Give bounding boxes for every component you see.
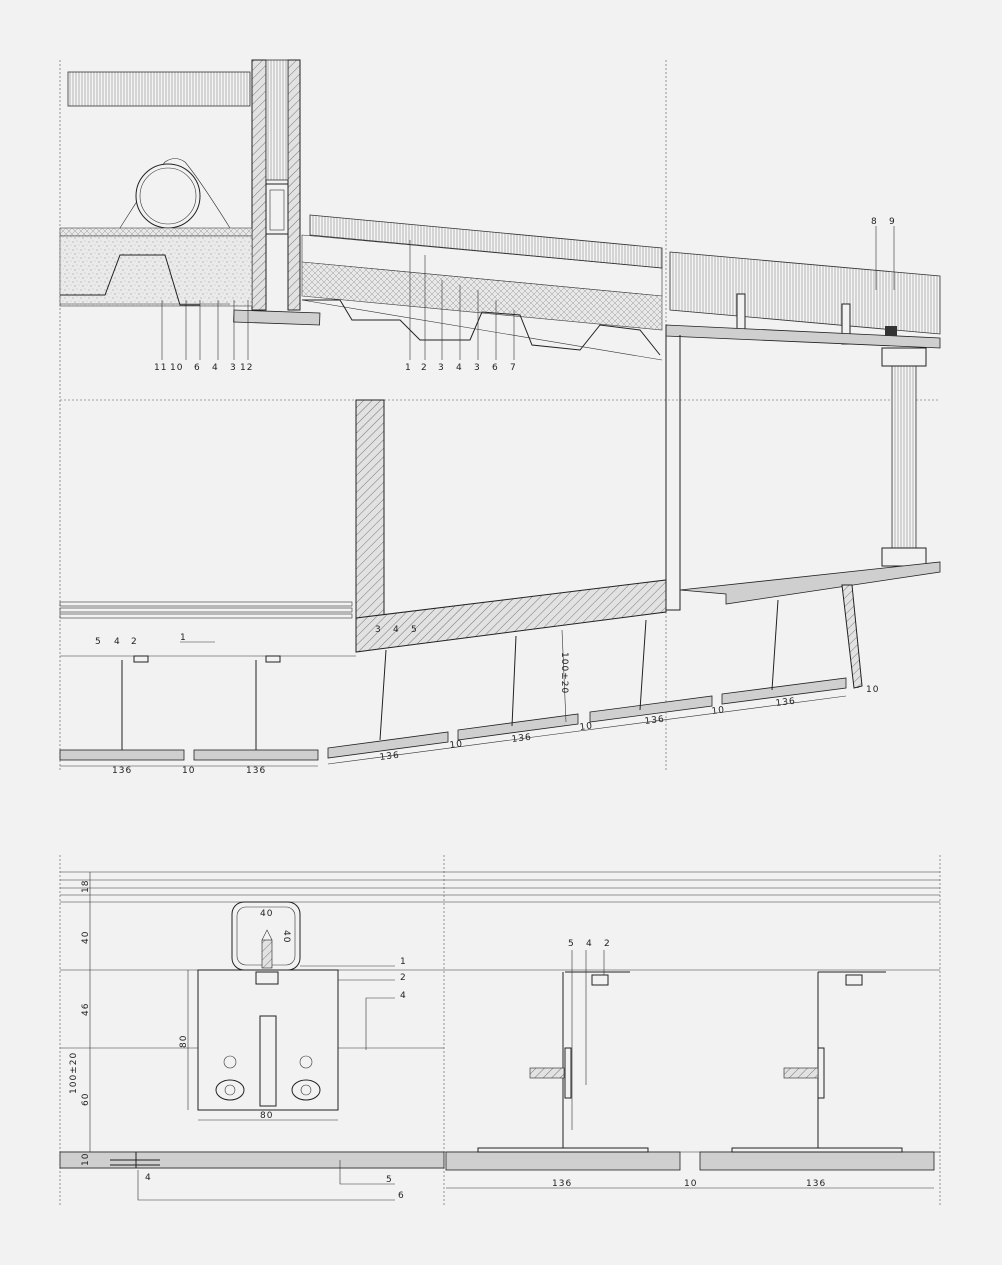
label-8: 8 (871, 217, 878, 227)
dim-10: 10 (684, 1179, 697, 1189)
dim-136: 136 (644, 715, 665, 727)
dim-10: 10 (711, 705, 726, 717)
label-4: 4 (586, 939, 593, 949)
dim-46: 46 (81, 1003, 91, 1016)
label-4: 4 (212, 363, 219, 373)
deck-board-5 (589, 695, 713, 723)
dim-tube-40: 40 (260, 909, 273, 919)
dim-136: 136 (806, 1179, 826, 1189)
label-1: 1 (180, 633, 187, 643)
top-left-cladding (67, 71, 251, 107)
bottom-section: 18 40 46 60 10 100±20 40 40 80 80 1 2 4 … (59, 855, 941, 1205)
dim-plate-80-vertical: 80 (179, 1035, 189, 1048)
label-6: 6 (492, 363, 499, 373)
label-4: 4 (114, 637, 121, 647)
dim-10: 10 (81, 1153, 91, 1166)
label-6: 6 (194, 363, 201, 373)
bottom-dimensions: 18 40 46 60 10 100±20 40 40 80 80 1 2 4 … (69, 880, 826, 1201)
label-11: 11 (154, 363, 167, 373)
callout-6: 6 (398, 1191, 405, 1201)
top-labels-mid: 1 2 3 4 3 6 7 (405, 363, 517, 373)
label-10: 10 (170, 363, 183, 373)
label-5: 5 (411, 625, 418, 635)
wall-box-profile (265, 183, 289, 235)
label-12: 12 (240, 363, 253, 373)
label-3b: 3 (474, 363, 481, 373)
dim-10: 10 (182, 766, 195, 776)
dim-tube-40-vertical: 40 (281, 930, 291, 943)
deck-board-4 (457, 713, 579, 741)
inner-wall (355, 399, 385, 621)
label-5: 5 (568, 939, 575, 949)
roof-mid (301, 214, 663, 361)
label-4: 4 (456, 363, 463, 373)
top-section: 11 10 6 4 3 12 1 2 3 4 3 6 7 8 9 5 4 2 1… (59, 59, 941, 776)
label-3: 3 (230, 363, 237, 373)
wall-left-leaf (251, 59, 267, 311)
glazing-column (891, 347, 917, 565)
label-3: 3 (375, 625, 382, 635)
dim-136: 136 (246, 766, 266, 776)
eaves-plate (233, 309, 321, 326)
label-2: 2 (131, 637, 138, 647)
bracket-plate (187, 969, 339, 1121)
wall-right-leaf (287, 59, 301, 311)
wall-insulation (265, 59, 289, 181)
top-labels-left: 11 10 6 4 3 12 (154, 363, 253, 373)
floor-slab (355, 579, 667, 653)
label-1: 1 (405, 363, 412, 373)
label-9: 9 (889, 217, 896, 227)
t-profile-right-1 (445, 971, 681, 1171)
lower-labels-mid: 3 4 5 (375, 625, 418, 635)
label-7: 7 (510, 363, 517, 373)
membrane-left (59, 227, 253, 237)
dim-10: 10 (866, 685, 879, 695)
deck-board-6 (721, 677, 847, 705)
deck-board-2 (193, 749, 319, 761)
callout-4: 4 (400, 991, 407, 1001)
dim-136: 136 (552, 1179, 572, 1189)
dim-136: 136 (511, 733, 532, 745)
dim-136: 136 (112, 766, 132, 776)
label-2: 2 (604, 939, 611, 949)
callout-2: 2 (400, 973, 407, 983)
label-2: 2 (421, 363, 428, 373)
dim-10: 10 (449, 739, 464, 751)
deck-board-1 (59, 749, 185, 761)
top-labels-right: 8 9 (871, 217, 896, 227)
dim-4: 4 (145, 1173, 152, 1183)
dim-10: 10 (579, 721, 594, 733)
dim-60: 60 (81, 1093, 91, 1106)
label-5: 5 (95, 637, 102, 647)
dim-plate-80: 80 (260, 1111, 273, 1121)
dim-136: 136 (379, 751, 400, 763)
t-profile-right-2 (699, 971, 935, 1171)
label-4: 4 (393, 625, 400, 635)
top-dimensions: 136 10 136 136 10 136 10 136 10 136 10 1… (112, 652, 879, 776)
dim-100-20: 100±20 (559, 652, 569, 694)
deck-board-3 (327, 731, 449, 759)
label-3: 3 (438, 363, 445, 373)
dim-18: 18 (81, 880, 91, 893)
insulation-left (59, 235, 253, 307)
drain-pipe (119, 158, 231, 229)
roof-right (665, 251, 941, 349)
callout-1: 1 (400, 957, 407, 967)
dim-100-20: 100±20 (69, 1052, 79, 1094)
square-tube (231, 901, 301, 971)
deck-board-left (59, 1151, 445, 1169)
lower-labels-left: 5 4 2 1 (95, 633, 187, 647)
dim-136: 136 (775, 697, 796, 709)
callout-5: 5 (386, 1175, 393, 1185)
dim-40: 40 (81, 931, 91, 944)
